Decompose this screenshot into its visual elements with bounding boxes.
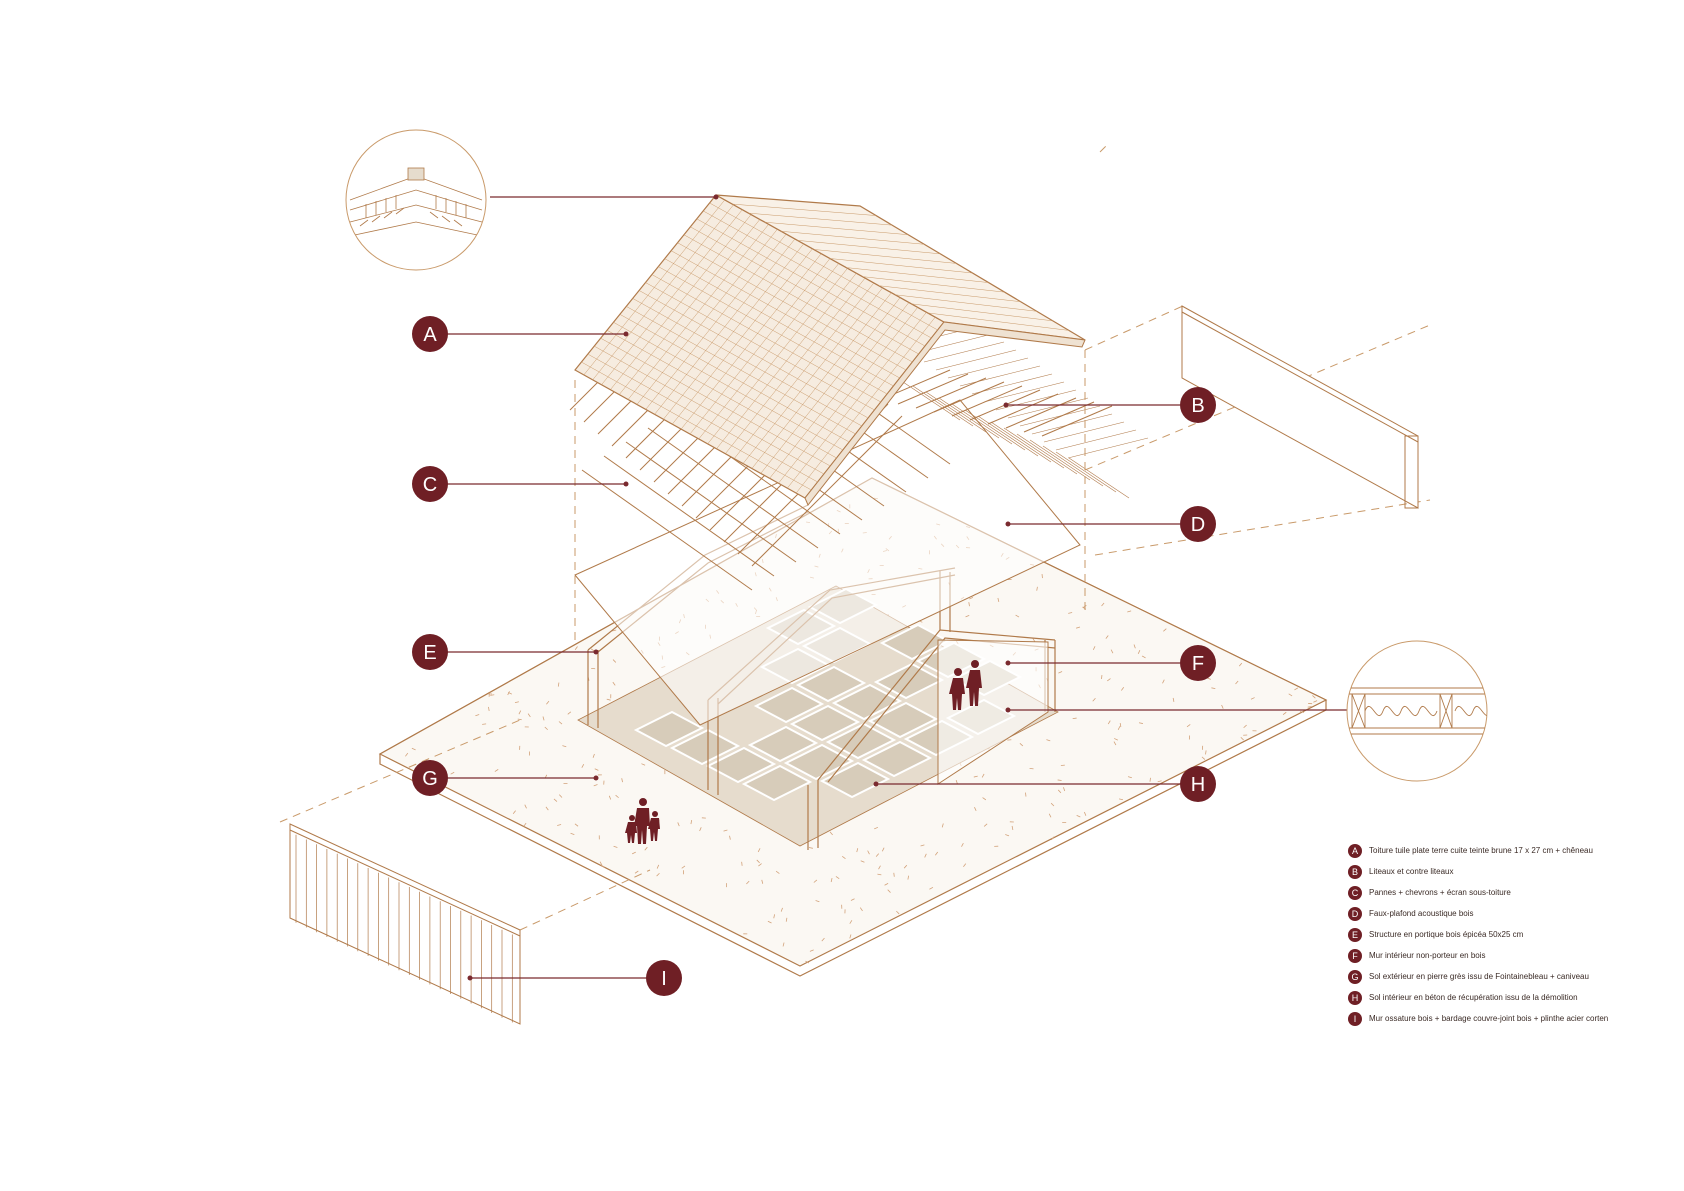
legend-text: Structure en portique bois épicéa 50x25 … [1369,930,1524,939]
callout-letter: H [1191,774,1205,796]
roof [574,194,1086,506]
callout-g: G [412,760,448,796]
legend-item-h: H Sol intérieur en béton de récupération… [1348,987,1648,1008]
callout-letter: G [422,768,438,790]
legend-badge: E [1348,927,1362,942]
legend-text: Mur ossature bois + bardage couvre-joint… [1369,1014,1609,1023]
callout-e: E [412,634,448,670]
legend-badge: G [1348,969,1362,984]
callout-h: H [1180,766,1216,802]
roof-detail-circle [345,129,487,271]
callout-letter: A [423,324,437,346]
legend-badge: A [1348,843,1362,858]
callout-letter: E [423,642,436,664]
legend: A Toiture tuile plate terre cuite teinte… [1348,840,1648,1029]
exterior-wall-panel [289,823,521,1025]
battens [887,317,1149,499]
callout-letter: F [1192,653,1204,675]
callout-letter: I [661,968,667,990]
leader-lines [446,196,1348,979]
floor-detail-circle [1346,640,1488,782]
legend-text: Faux-plafond acoustique bois [1369,909,1474,918]
callout-c: C [412,466,448,502]
interior-wall [937,639,1049,785]
legend-text: Sol extérieur en pierre grès issu de Foi… [1369,972,1589,981]
legend-item-b: B Liteaux et contre liteaux [1348,861,1648,882]
legend-text: Pannes + chevrons + écran sous-toiture [1369,888,1511,897]
legend-badge: H [1348,990,1362,1005]
leader-dots [467,194,1011,981]
legend-text: Sol intérieur en béton de récupération i… [1369,993,1578,1002]
legend-text: Liteaux et contre liteaux [1369,867,1454,876]
callout-b: B [1180,387,1216,423]
legend-item-e: E Structure en portique bois épicéa 50x2… [1348,924,1648,945]
callout-d: D [1180,506,1216,542]
callout-i: I [646,960,682,996]
legend-badge: B [1348,864,1362,879]
callout-letter: B [1191,395,1204,417]
legend-item-d: D Faux-plafond acoustique bois [1348,903,1648,924]
side-wall-panel [1181,305,1419,509]
legend-badge: C [1348,885,1362,900]
legend-item-g: G Sol extérieur en pierre grès issu de F… [1348,966,1648,987]
legend-item-c: C Pannes + chevrons + écran sous-toiture [1348,882,1648,903]
callout-f: F [1180,645,1216,681]
callout-badges: A B C D E F G H I [412,316,1216,996]
legend-badge: F [1348,948,1362,963]
legend-text: Toiture tuile plate terre cuite teinte b… [1369,846,1593,855]
legend-item-i: I Mur ossature bois + bardage couvre-joi… [1348,1008,1648,1029]
callout-a: A [412,316,448,352]
people-silhouettes [625,660,982,844]
callout-letter: D [1191,514,1205,536]
alignment-lines [279,145,1431,931]
legend-badge: D [1348,906,1362,921]
legend-badge: I [1348,1011,1362,1026]
callout-letter: C [423,474,437,496]
legend-item-f: F Mur intérieur non-porteur en bois [1348,945,1648,966]
legend-text: Mur intérieur non-porteur en bois [1369,951,1486,960]
legend-item-a: A Toiture tuile plate terre cuite teinte… [1348,840,1648,861]
